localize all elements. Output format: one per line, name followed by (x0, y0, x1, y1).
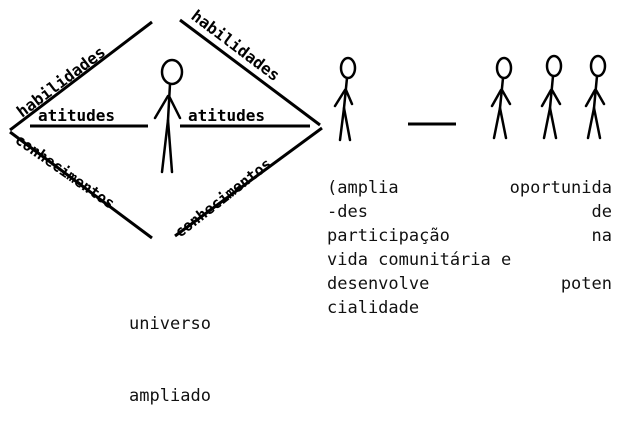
group-stick-figures (490, 54, 607, 140)
left-bar-label: atitudes (38, 106, 115, 125)
upper-right-label: habilidades (188, 6, 284, 85)
opportunity-line-4-text: vida comunitária e (327, 250, 512, 270)
opportunity-line-1-b: oportunida (509, 178, 612, 198)
diamond-edge-lower-right (174, 126, 323, 238)
opportunity-line-6: cialidade (327, 296, 612, 320)
diamond-edge-upper-left (9, 20, 153, 132)
single-stick-figure (333, 56, 357, 142)
opportunity-caption: (amplia oportunida -des de participação … (327, 176, 612, 320)
diamond-edge-lower-left (9, 130, 153, 240)
opportunity-line-5-a: desenvolve (327, 274, 430, 294)
opportunity-line-1-a: (amplia (327, 178, 399, 198)
opportunity-line-3: participação na (327, 224, 612, 248)
universe-caption: universo ampliado (110, 264, 230, 432)
diamond-edge-upper-right (179, 18, 321, 127)
opportunity-line-4: vida comunitária e (327, 248, 612, 272)
opportunity-line-1: (amplia oportunida (327, 176, 612, 200)
opportunity-line-2-a: -des (327, 202, 368, 222)
right-bar-label: atitudes (188, 106, 265, 125)
opportunity-line-3-a: participação (327, 226, 450, 246)
opportunity-line-5-b: poten (560, 274, 612, 294)
universe-caption-line2: ampliado (129, 386, 211, 406)
center-stick-figure (153, 58, 184, 174)
opportunity-line-5: desenvolve poten (327, 272, 612, 296)
opportunity-line-2: -des de (327, 200, 612, 224)
opportunity-line-6-text: cialidade (327, 298, 420, 318)
lower-left-label: conhecimentos (12, 131, 118, 213)
diagram-canvas: habilidades habilidades conhecimentos co… (9, 6, 607, 241)
opportunity-line-3-b: na (591, 226, 612, 246)
lower-right-label: conhecimentos (171, 155, 275, 241)
opportunity-line-2-b: de (591, 202, 612, 222)
universe-caption-line1: universo (129, 314, 211, 334)
